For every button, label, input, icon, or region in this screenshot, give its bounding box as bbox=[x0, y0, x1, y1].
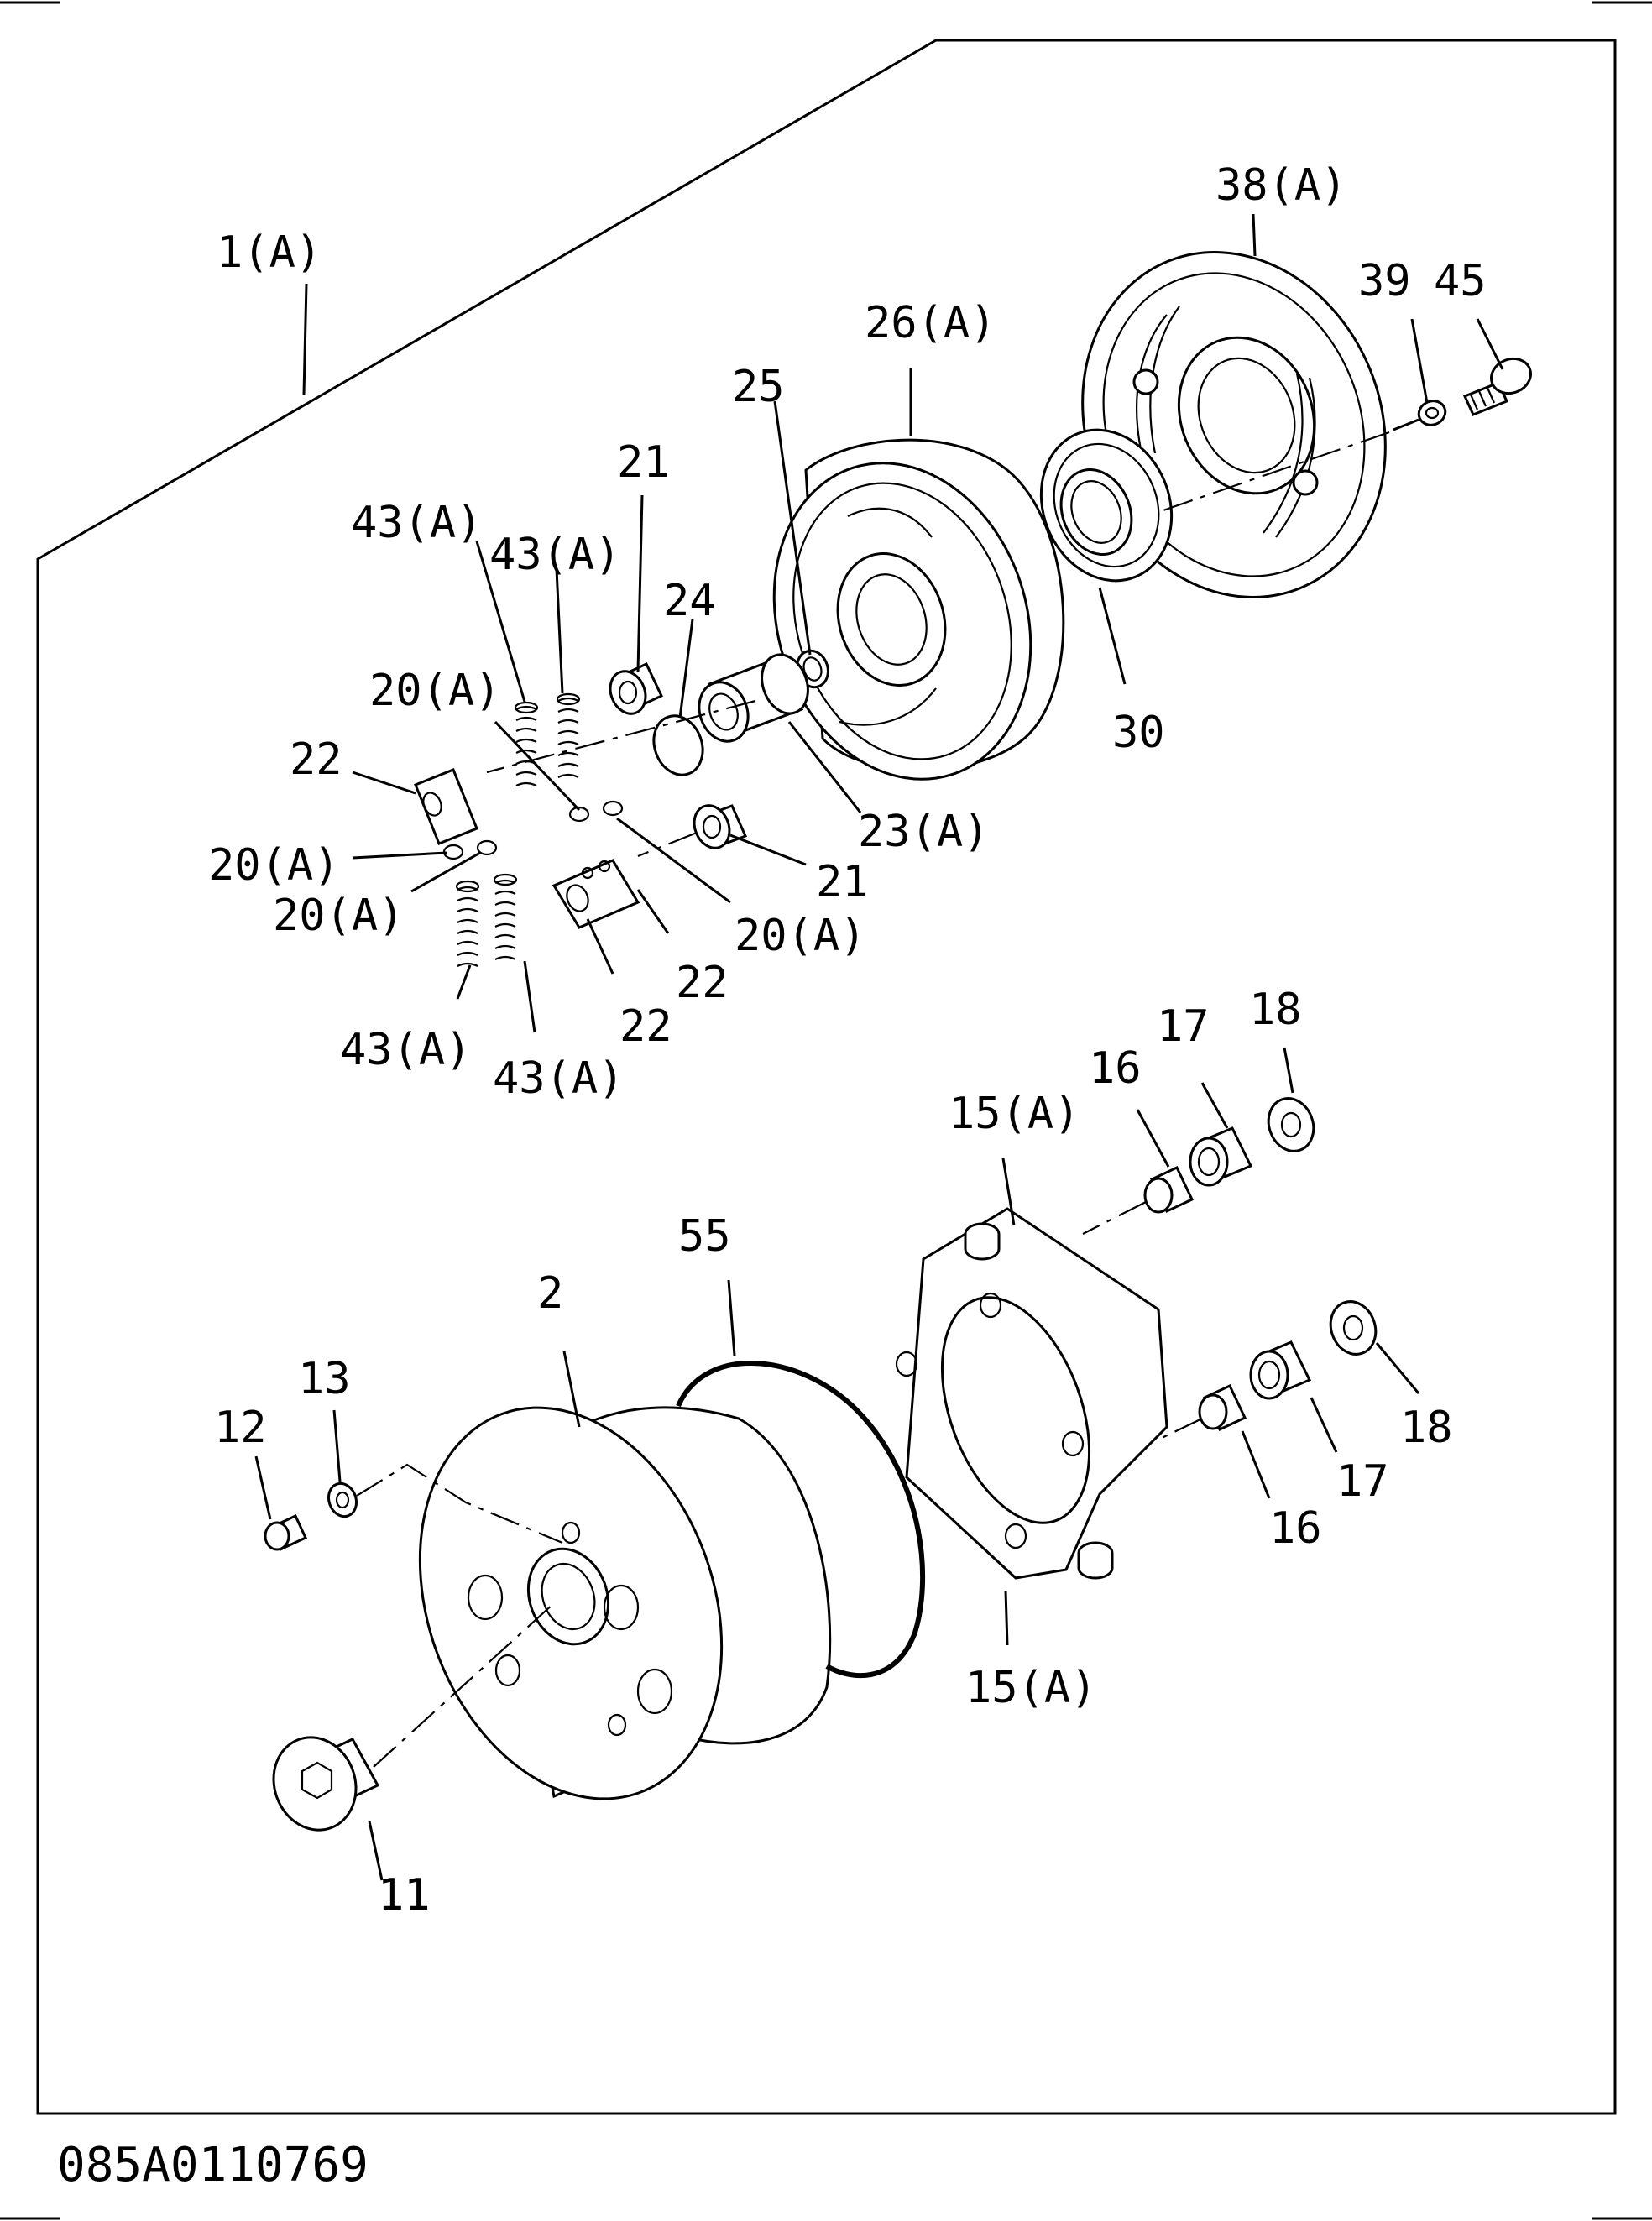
callout-13: 13 bbox=[298, 1354, 351, 1404]
plug-11-part bbox=[272, 1736, 380, 1832]
o-ring-24-part bbox=[652, 714, 704, 776]
drawing-reference-number: 085A0110769 bbox=[57, 2138, 369, 2192]
sleeve-21-mid-part bbox=[693, 804, 748, 849]
plate-15-part bbox=[895, 1207, 1168, 1580]
housing-part bbox=[772, 438, 1065, 781]
o-ring-55-part bbox=[676, 1361, 926, 1679]
callout-assembly: 1(A) bbox=[217, 227, 322, 278]
callout-43-b: 43(A) bbox=[489, 530, 621, 580]
bushing-17-top-part bbox=[1189, 1126, 1253, 1187]
washer-18-top-part bbox=[1267, 1097, 1315, 1152]
spool-part bbox=[698, 653, 809, 743]
callout-20-d: 20(A) bbox=[735, 911, 866, 961]
bushing-17-bottom-part bbox=[1249, 1340, 1312, 1400]
callout-18-bottom: 18 bbox=[1400, 1403, 1453, 1453]
sleeve-21-top-part bbox=[609, 662, 664, 715]
center-lines bbox=[356, 431, 1390, 1768]
stopper-22-lower-part bbox=[552, 859, 640, 929]
callout-20-c: 20(A) bbox=[273, 891, 405, 941]
callout-20-a: 20(A) bbox=[369, 666, 501, 716]
spring-pair-upper-part bbox=[514, 692, 581, 786]
callout-labels: 1(A) 38(A) 39 45 26(A) 25 21 43(A) 43(A)… bbox=[208, 160, 1487, 1921]
stopper-22-upper-part bbox=[414, 768, 478, 845]
washer-18-bottom-part bbox=[1329, 1300, 1378, 1356]
bolt-45-part bbox=[1462, 357, 1532, 416]
callout-43-c: 43(A) bbox=[340, 1025, 472, 1075]
bolt-12-part bbox=[264, 1514, 307, 1551]
callout-39: 39 bbox=[1358, 256, 1411, 306]
callout-20-b: 20(A) bbox=[208, 840, 340, 891]
callout-21-mid: 21 bbox=[816, 857, 869, 907]
callout-23: 23(A) bbox=[858, 807, 990, 857]
washer-39-part bbox=[1417, 400, 1447, 426]
callout-25: 25 bbox=[732, 362, 785, 412]
callout-24: 24 bbox=[663, 576, 716, 626]
leader-lines bbox=[254, 213, 1504, 1881]
callout-15-top: 15(A) bbox=[949, 1089, 1080, 1139]
callout-18-top: 18 bbox=[1249, 985, 1302, 1035]
callout-21-top: 21 bbox=[617, 437, 670, 488]
washer-13-part bbox=[327, 1482, 358, 1518]
callout-22-top: 22 bbox=[290, 734, 342, 785]
callout-12: 12 bbox=[214, 1403, 267, 1453]
callout-55: 55 bbox=[678, 1211, 731, 1262]
callout-17-top: 17 bbox=[1157, 1001, 1210, 1052]
callout-22-b: 22 bbox=[676, 958, 729, 1008]
callout-2: 2 bbox=[537, 1268, 563, 1319]
callout-26: 26(A) bbox=[865, 298, 996, 348]
callout-30: 30 bbox=[1112, 708, 1165, 758]
callout-43-a: 43(A) bbox=[351, 498, 483, 548]
callout-15-bottom: 15(A) bbox=[965, 1663, 1097, 1713]
sleeve-16-top-part bbox=[1143, 1166, 1195, 1214]
callout-45: 45 bbox=[1434, 256, 1487, 306]
callout-17-bottom: 17 bbox=[1336, 1456, 1389, 1507]
spring-pair-lower-part bbox=[455, 873, 518, 967]
callout-22-c: 22 bbox=[620, 1001, 672, 1052]
callout-11: 11 bbox=[378, 1870, 431, 1921]
sleeve-16-bottom-part bbox=[1198, 1384, 1247, 1431]
callout-16-bottom: 16 bbox=[1269, 1503, 1322, 1554]
callout-43-d: 43(A) bbox=[493, 1053, 625, 1104]
callout-38: 38(A) bbox=[1215, 160, 1347, 211]
drum-part bbox=[418, 1406, 832, 1800]
drawing-frame bbox=[36, 39, 1617, 2115]
callout-16-top: 16 bbox=[1089, 1043, 1142, 1094]
